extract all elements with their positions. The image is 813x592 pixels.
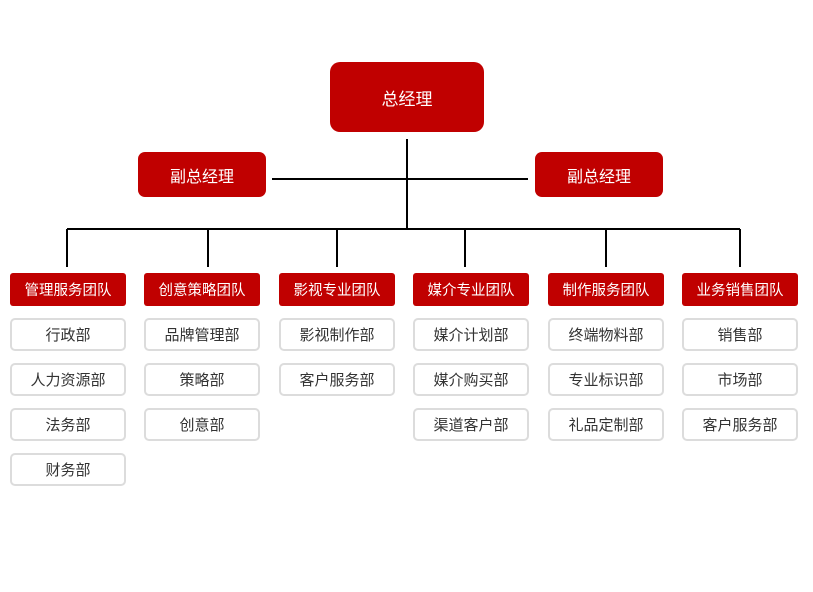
dept-box: 行政部 <box>10 318 126 351</box>
dept-box: 法务部 <box>10 408 126 441</box>
dept-box: 客户服务部 <box>682 408 798 441</box>
dept-box: 客户服务部 <box>279 363 395 396</box>
deputy-manager-right-box: 副总经理 <box>535 152 663 197</box>
dept-box: 市场部 <box>682 363 798 396</box>
team-business-sales: 业务销售团队 <box>682 273 798 306</box>
team-creative-strategy: 创意策略团队 <box>144 273 260 306</box>
dept-box: 策略部 <box>144 363 260 396</box>
dept-box: 人力资源部 <box>10 363 126 396</box>
team-management-service: 管理服务团队 <box>10 273 126 306</box>
dept-box: 财务部 <box>10 453 126 486</box>
dept-box: 终端物料部 <box>548 318 664 351</box>
dept-box: 媒介计划部 <box>413 318 529 351</box>
dept-box: 影视制作部 <box>279 318 395 351</box>
team-film-video: 影视专业团队 <box>279 273 395 306</box>
dept-box: 礼品定制部 <box>548 408 664 441</box>
dept-box: 品牌管理部 <box>144 318 260 351</box>
dept-box: 渠道客户部 <box>413 408 529 441</box>
general-manager-box: 总经理 <box>330 62 484 132</box>
deputy-manager-left-box: 副总经理 <box>138 152 266 197</box>
team-media: 媒介专业团队 <box>413 273 529 306</box>
team-production-service: 制作服务团队 <box>548 273 664 306</box>
dept-box: 媒介购买部 <box>413 363 529 396</box>
dept-box: 销售部 <box>682 318 798 351</box>
dept-box: 专业标识部 <box>548 363 664 396</box>
dept-box: 创意部 <box>144 408 260 441</box>
